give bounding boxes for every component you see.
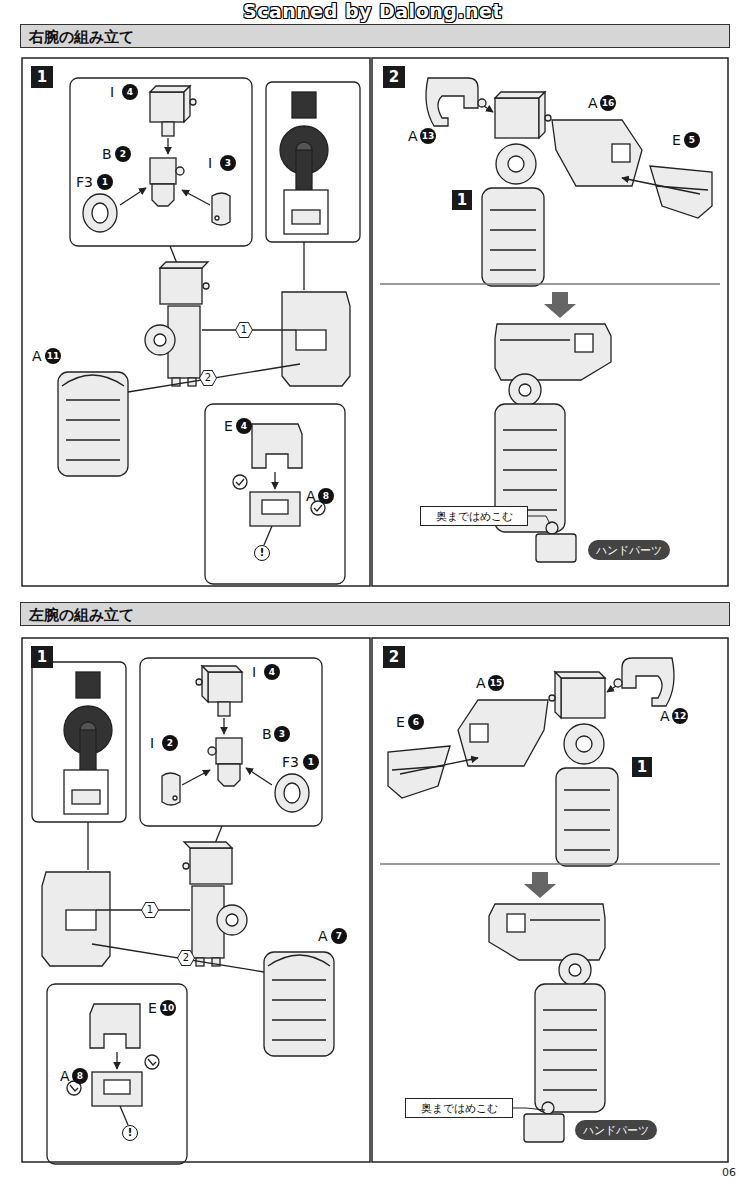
watermark: Scanned by Dalong.net	[243, 0, 502, 22]
part-letter: E	[148, 1000, 157, 1016]
hex-outline: 1	[141, 902, 159, 918]
step-number-text: 1	[37, 70, 47, 85]
callout-number: 3	[274, 726, 290, 742]
section-header: 右腕の組み立て121奥まではめこむハンドパーツ	[20, 24, 730, 586]
step-order-marker: 1	[236, 323, 252, 337]
section-header-text: 右腕の組み立て	[20, 24, 730, 48]
part-letter: A	[408, 128, 418, 144]
instruction-note-text: 奥まではめこむ	[436, 509, 513, 524]
callout-number: 12	[672, 708, 688, 724]
callout-number: 4	[236, 418, 252, 434]
callout-number: 1	[303, 754, 319, 770]
callout-number: 4	[122, 84, 138, 100]
part-outline	[22, 58, 370, 586]
step-order-marker: 1	[142, 903, 158, 917]
hex-outline: 2	[177, 950, 195, 966]
part-letter: F3	[76, 174, 93, 190]
step-order-marker: 2	[178, 951, 194, 965]
caution-mark: !	[122, 1125, 138, 1141]
page-number: 06	[722, 1166, 736, 1179]
callout-number: 4	[264, 664, 280, 680]
part-letter: A	[588, 95, 598, 111]
part-letter: I	[208, 155, 212, 171]
left-arm-assembly	[380, 658, 720, 1142]
instruction-note-text: 奥まではめこむ	[421, 1101, 498, 1116]
instruction-note: 奥まではめこむ	[420, 506, 528, 526]
step-number-text: 2	[389, 70, 399, 85]
part-outline	[372, 638, 728, 1162]
part-letter: F3	[282, 754, 299, 770]
callout-number: 15	[488, 675, 504, 691]
step-number-text: 1	[637, 760, 647, 775]
step-number: 1	[31, 646, 53, 668]
callout-number: 8	[318, 488, 334, 504]
right-arm-assembly	[380, 78, 720, 562]
part-tag: ハンドパーツ	[575, 1120, 657, 1140]
part-letter: A	[476, 675, 486, 691]
right-arm-parts	[58, 78, 360, 584]
step-order-marker: 2	[200, 371, 216, 385]
section-header: 左腕の組み立て121奥まではめこむハンドパーツ	[20, 602, 730, 1164]
left-arm-parts	[32, 658, 334, 1164]
step-number-text: 1	[37, 650, 47, 665]
callout-number: 1	[97, 174, 113, 190]
hex-outline: 1	[235, 322, 253, 338]
step-number: 1	[31, 66, 53, 88]
part-letter: A	[32, 348, 42, 364]
callout-number: 13	[420, 128, 436, 144]
part-letter: B	[262, 726, 272, 742]
part-letter: A	[660, 708, 670, 724]
instruction-note: 奥まではめこむ	[405, 1098, 513, 1118]
part-letter: I	[150, 735, 154, 751]
callout-number: 16	[600, 95, 616, 111]
step-number-text: 2	[389, 650, 399, 665]
callout-number: 7	[331, 928, 347, 944]
section-header-text: 左腕の組み立て	[20, 602, 730, 626]
part-tag-text: ハンドパーツ	[583, 1123, 649, 1138]
callout-number: 2	[162, 735, 178, 751]
callout-number: 3	[220, 155, 236, 171]
part-letter: A	[318, 928, 328, 944]
step-number: 2	[383, 646, 405, 668]
callout-number: 2	[115, 146, 131, 162]
part-tag-text: ハンドパーツ	[596, 543, 662, 558]
caution-mark: !	[254, 545, 270, 561]
part-letter: I	[110, 84, 114, 100]
callout-number: 10	[160, 1000, 176, 1016]
callout-number: 11	[45, 348, 61, 364]
hex-outline: 2	[199, 370, 217, 386]
step-number: 1	[632, 757, 652, 777]
part-letter: E	[672, 132, 681, 148]
part-letter: I	[252, 664, 256, 680]
callout-number: 6	[408, 714, 424, 730]
callout-number: 5	[684, 132, 700, 148]
part-tag: ハンドパーツ	[588, 540, 670, 560]
step-number: 1	[452, 190, 472, 210]
part-letter: B	[102, 146, 112, 162]
part-outline	[372, 58, 728, 586]
part-letter: E	[396, 714, 405, 730]
part-letter: E	[224, 418, 233, 434]
step-number: 2	[383, 66, 405, 88]
step-number-text: 1	[457, 193, 467, 208]
callout-number: 8	[72, 1068, 88, 1084]
part-letter: A	[306, 488, 316, 504]
part-letter: A	[60, 1068, 70, 1084]
